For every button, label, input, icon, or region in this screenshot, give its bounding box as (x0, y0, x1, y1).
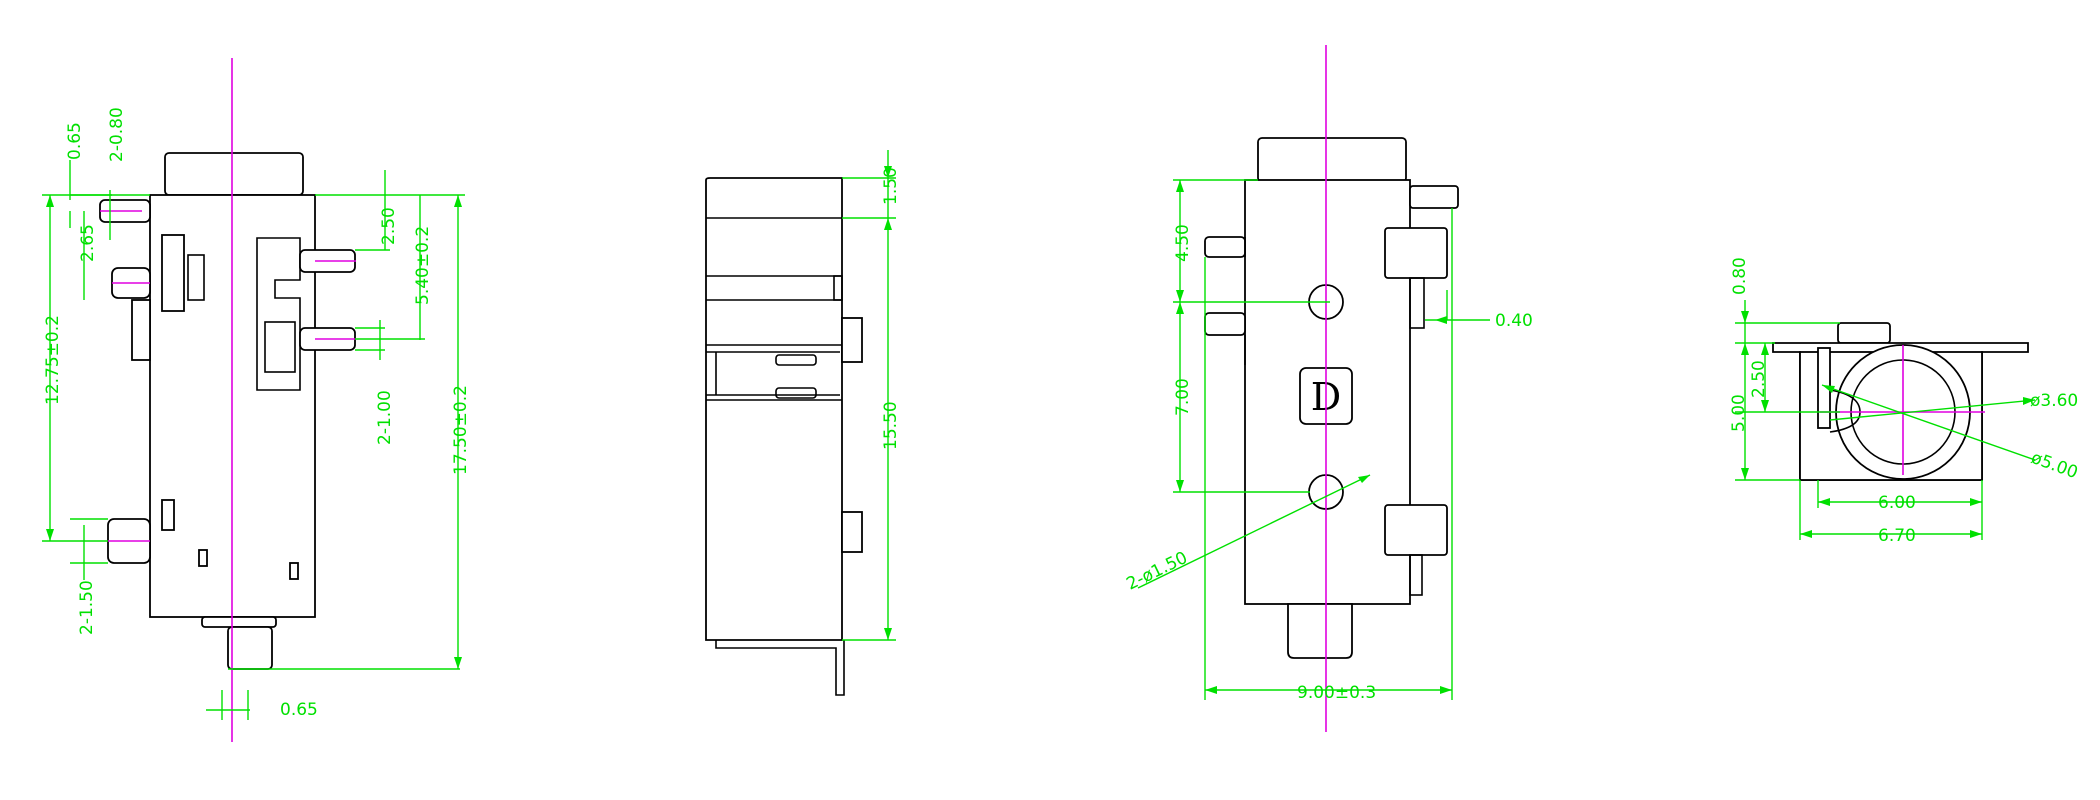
v2-dim-1550: 15.50 (881, 401, 901, 450)
v1-dim-265: 2.65 (78, 224, 98, 262)
v2-tab-2 (841, 317, 863, 363)
v1-dim-2-100: 2-1.00 (375, 390, 395, 445)
v4-dim-670: 6.70 (1878, 526, 1916, 546)
v1-dim-2-150: 2-1.50 (77, 580, 97, 635)
v1-dim-250: 2.50 (379, 207, 399, 245)
view-2-profile: 1.50 15.50 (705, 150, 901, 696)
v1-dim-540: 5.40±0.2 (413, 226, 433, 305)
v3-dim-2-phi150: 2-ø1.50 (1123, 548, 1190, 595)
v1-bottom-pin (227, 626, 273, 670)
v3-dim-040: 0.40 (1495, 311, 1533, 331)
v3-dim-450: 4.50 (1173, 224, 1193, 262)
v3-pin-right-1 (1409, 185, 1459, 209)
v1-dim-065-top: 0.65 (65, 122, 85, 160)
v1-dim-065-bottom: 0.65 (280, 700, 318, 720)
v2-slot-1 (775, 354, 817, 366)
v2-outline (705, 177, 843, 641)
v1-dim-1750: 17.50±0.2 (451, 385, 471, 475)
v4-dim-phi500: ø5.00 (2028, 448, 2080, 483)
v2-tab-1 (833, 275, 843, 301)
v1-hole-2 (289, 562, 299, 580)
v2-tab-3 (841, 511, 863, 553)
v2-slot-2 (775, 387, 817, 399)
v1-right-detail (264, 321, 296, 373)
v3-pin-left-2 (1204, 312, 1246, 336)
view-4-front: 0.80 2.50 5.00 ø3.60 ø5.00 6.00 6.70 (1729, 257, 2080, 546)
v4-dim-250: 2.50 (1749, 360, 1769, 398)
v1-hole-1 (198, 549, 208, 567)
v3-bottom-cap (1287, 603, 1353, 659)
v3-dim-900: 9.00±0.3 (1297, 683, 1376, 703)
v1-dim-1275: 12.75±0.2 (43, 315, 63, 405)
v1-side-tab (131, 299, 151, 361)
v1-left-clip (161, 234, 185, 312)
view-3-top: D 4.50 7.00 2-ø1.50 0.40 9.00±0.3 (1123, 45, 1533, 732)
v1-bottom-tab (201, 616, 277, 628)
v2-bottom-lead (715, 640, 845, 696)
view-1-side: 0.65 2-0.80 2.65 12.75±0.2 2-1.50 0.65 2… (42, 58, 471, 742)
v2-dim-150: 1.50 (881, 167, 901, 205)
v3-pin-right-2 (1384, 227, 1448, 279)
v3-top-cap (1257, 137, 1407, 183)
v1-top-cap (164, 152, 304, 196)
v2-inner-slot (706, 351, 840, 396)
v3-pin-left-1 (1204, 236, 1246, 258)
v4-dim-500: 5.00 (1729, 394, 1749, 432)
v3-pin-right-3 (1384, 504, 1448, 556)
v1-left-clip-inner (187, 254, 205, 301)
v3-dim-700: 7.00 (1173, 378, 1193, 416)
v1-dim-2-080: 2-0.80 (107, 107, 127, 162)
v1-lower-clip (161, 499, 175, 531)
v4-dim-600: 6.00 (1878, 493, 1916, 513)
v4-dim-080: 0.80 (1730, 257, 1750, 295)
v4-dim-phi360: ø3.60 (2030, 391, 2078, 411)
v4-top-tab (1837, 322, 1891, 344)
